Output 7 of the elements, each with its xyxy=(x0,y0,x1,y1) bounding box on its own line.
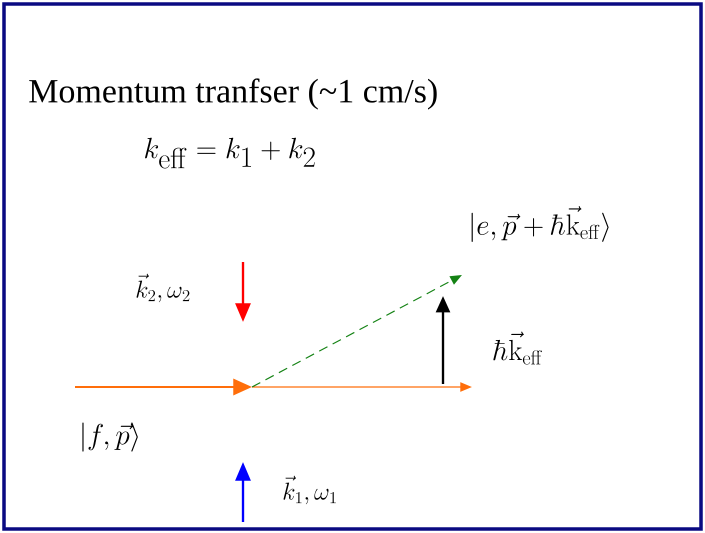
state-label: $|e,\vec{p}+\hbar\vec{\mathrm{k}}_{\mathrm{eff}}\rangle$ xyxy=(472,206,609,242)
beam-label: $\vec{k}_2,\omega_2$ xyxy=(136,274,190,302)
momentum-label: $\hbar\vec{\mathrm{k}}_{\mathrm{eff}}$ xyxy=(493,332,542,365)
formula: $k_{\mathrm{eff}} = k_1 + k_2$ xyxy=(145,138,315,168)
state-label: $|f,\vec{p}\rangle$ xyxy=(82,422,138,452)
beam-label: $\vec{k}_1,\omega_1$ xyxy=(284,476,336,504)
title: Momentum tranfser (~1 cm/s) xyxy=(29,78,437,110)
